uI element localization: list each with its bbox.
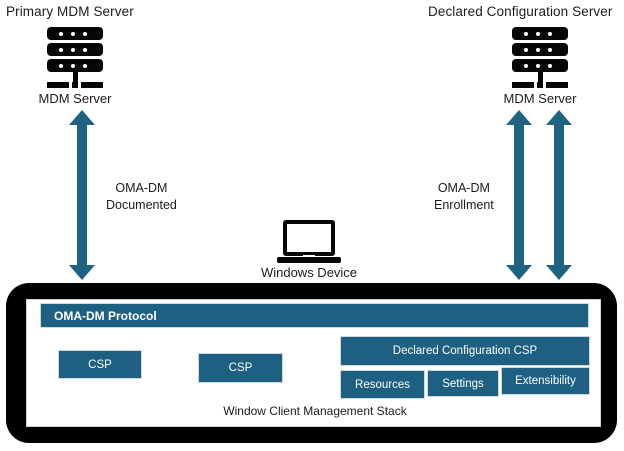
server-icon <box>512 27 568 88</box>
right-connector-arrow-2 <box>546 110 572 280</box>
left-connector-label-line1: OMA-DM <box>115 181 168 195</box>
extensibility-box[interactable]: Extensibility <box>501 367 590 395</box>
left-mdm-server-caption: MDM Server <box>38 91 112 106</box>
right-mdm-server-caption: MDM Server <box>503 91 577 106</box>
primary-mdm-server-title: Primary MDM Server <box>6 4 134 19</box>
csp-box-1[interactable]: CSP <box>58 350 142 379</box>
laptop-icon <box>277 220 341 264</box>
oma-dm-protocol-bar[interactable]: OMA-DM Protocol <box>40 303 589 328</box>
stack-caption: Window Client Management Stack <box>223 404 407 418</box>
windows-device-caption: Windows Device <box>260 265 358 280</box>
right-connector-arrow-1 <box>506 110 532 280</box>
right-connector-label: OMA-DM Enrollment <box>434 180 494 214</box>
csp-box-2[interactable]: CSP <box>198 353 283 383</box>
left-connector-label: OMA-DM Documented <box>106 180 177 214</box>
right-connector-label-line1: OMA-DM <box>437 181 490 195</box>
declared-configuration-csp-box[interactable]: Declared Configuration CSP <box>340 336 590 366</box>
left-connector-arrow <box>69 110 95 280</box>
left-connector-label-line2: Documented <box>106 198 177 212</box>
server-icon <box>47 27 103 88</box>
settings-box[interactable]: Settings <box>427 370 499 397</box>
declared-configuration-server-title: Declared Configuration Server <box>428 4 613 19</box>
resources-box[interactable]: Resources <box>340 370 425 399</box>
right-connector-label-line2: Enrollment <box>434 198 494 212</box>
